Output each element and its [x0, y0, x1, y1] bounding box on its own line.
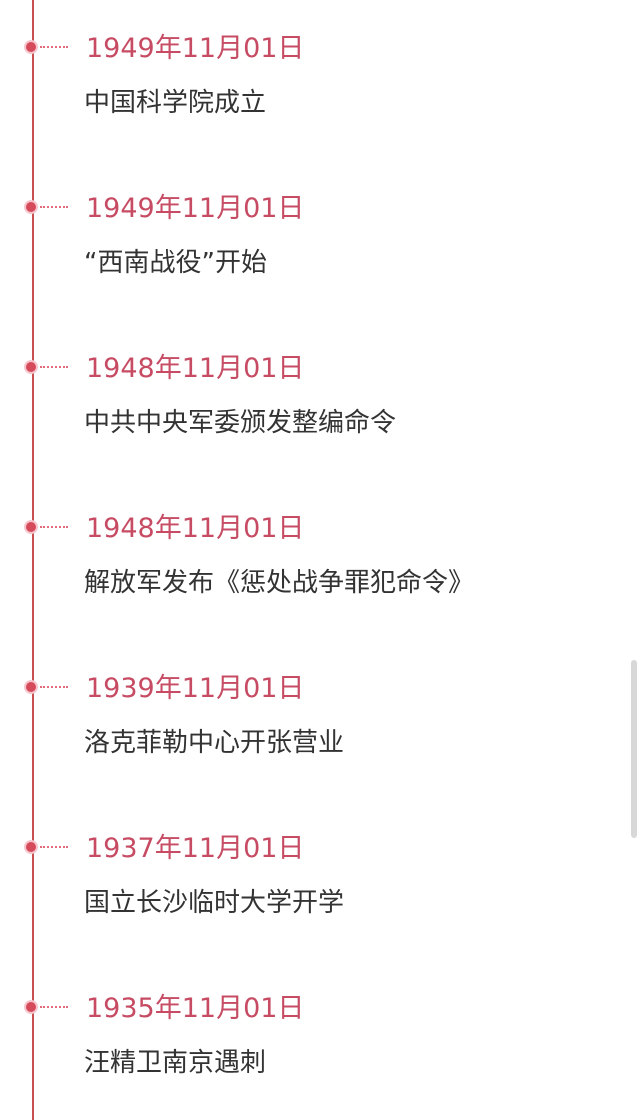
timeline-connector	[40, 1006, 68, 1008]
timeline-connector	[40, 46, 68, 48]
timeline-dot-icon	[26, 522, 36, 532]
timeline-connector	[40, 686, 68, 688]
timeline-connector	[40, 366, 68, 368]
timeline-dot-icon	[26, 682, 36, 692]
timeline-dot-icon	[26, 202, 36, 212]
event-title[interactable]: 国立长沙临时大学开学	[84, 888, 345, 918]
event-title[interactable]: 汪精卫南京遇刺	[84, 1048, 267, 1078]
event-title[interactable]: “西南战役”开始	[84, 248, 267, 278]
timeline-event[interactable]: 1937年11月01日 国立长沙临时大学开学	[0, 800, 620, 920]
timeline-event[interactable]: 1939年11月01日 洛克菲勒中心开张营业	[0, 640, 620, 760]
scrollbar[interactable]	[631, 660, 637, 838]
timeline-connector	[40, 206, 68, 208]
timeline-dot-icon	[26, 362, 36, 372]
event-date: 1948年11月01日	[86, 513, 305, 544]
event-title[interactable]: 解放军发布《惩处战争罪犯命令》	[84, 568, 475, 598]
event-title[interactable]: 洛克菲勒中心开张营业	[84, 728, 345, 758]
timeline-event[interactable]: 1948年11月01日 解放军发布《惩处战争罪犯命令》	[0, 480, 620, 600]
event-date: 1937年11月01日	[86, 833, 305, 864]
timeline-connector	[40, 846, 68, 848]
event-date: 1939年11月01日	[86, 673, 305, 704]
timeline-line	[32, 0, 34, 1120]
event-date: 1948年11月01日	[86, 353, 305, 384]
event-title[interactable]: 中国科学院成立	[84, 88, 267, 118]
event-date: 1949年11月01日	[86, 193, 305, 224]
timeline-event[interactable]: 1935年11月01日 汪精卫南京遇刺	[0, 960, 620, 1080]
timeline-event[interactable]: 1949年11月01日 “西南战役”开始	[0, 160, 620, 280]
timeline-dot-icon	[26, 842, 36, 852]
timeline-event[interactable]: 1948年11月01日 中共中央军委颁发整编命令	[0, 320, 620, 440]
event-date: 1935年11月01日	[86, 993, 305, 1024]
timeline-event[interactable]: 1949年11月01日 中国科学院成立	[0, 0, 620, 120]
timeline-dot-icon	[26, 42, 36, 52]
event-date: 1949年11月01日	[86, 33, 305, 64]
timeline-dot-icon	[26, 1002, 36, 1012]
event-title[interactable]: 中共中央军委颁发整编命令	[84, 408, 397, 438]
timeline-connector	[40, 526, 68, 528]
